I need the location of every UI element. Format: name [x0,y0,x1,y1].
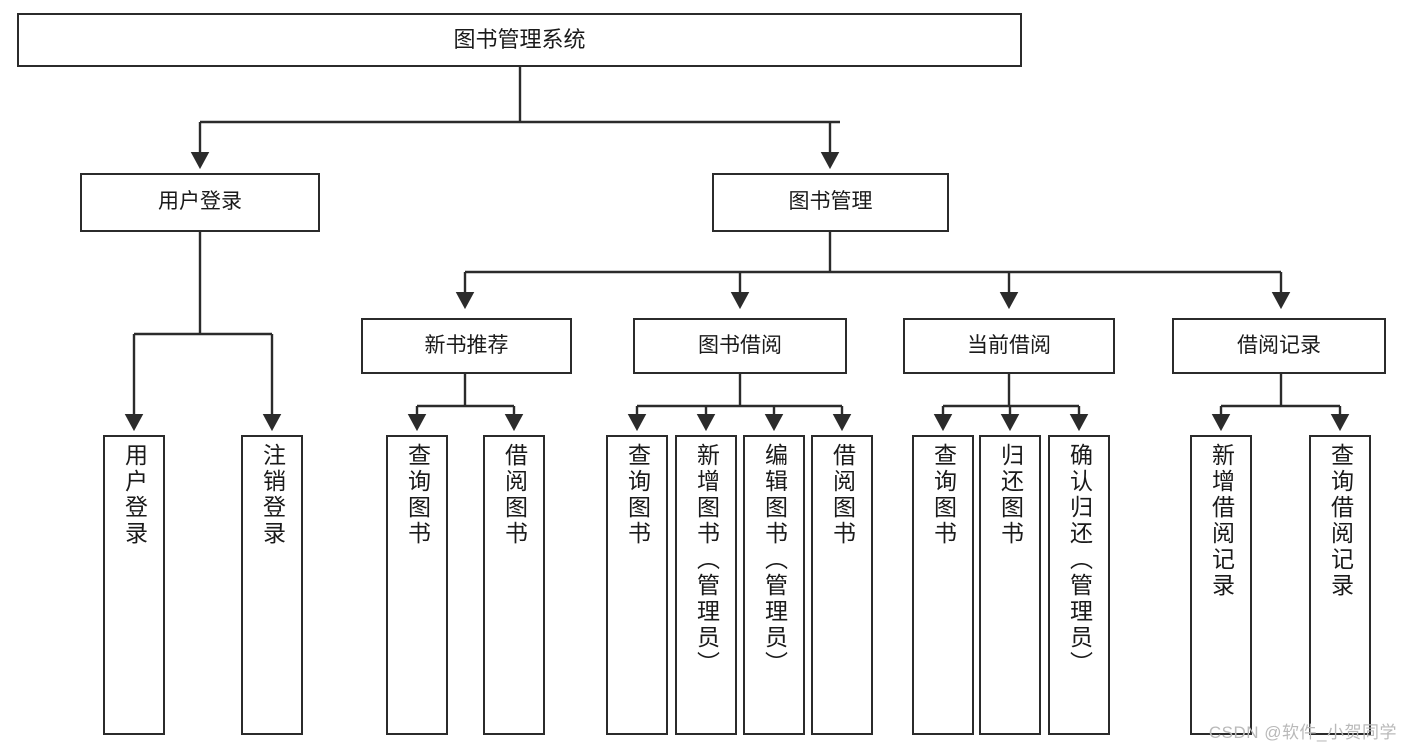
leaf-confirm-return-admin[interactable]: 确认归还（管理员） [1048,435,1110,735]
leaf-user-login[interactable]: 用户登录 [103,435,165,735]
leaf-logout-label: 注销登录 [259,443,286,547]
node-book-management-label: 图书管理 [788,190,873,214]
node-new-book-recommend-label: 新书推荐 [424,333,509,357]
leaf-return-book[interactable]: 归还图书 [979,435,1041,735]
node-current-borrow[interactable]: 当前借阅 [903,318,1115,374]
leaf-search-book-current-label: 查询图书 [930,443,957,547]
leaf-search-book-new[interactable]: 查询图书 [386,435,448,735]
leaf-search-book-borrow[interactable]: 查询图书 [606,435,668,735]
leaf-borrow-book[interactable]: 借阅图书 [811,435,873,735]
leaf-borrow-book-new-label: 借阅图书 [501,443,528,547]
watermark: CSDN @软件_小贺同学 [1208,723,1397,742]
leaf-add-borrow-record[interactable]: 新增借阅记录 [1190,435,1252,735]
leaf-search-borrow-record-label: 查询借阅记录 [1327,443,1354,599]
leaf-search-borrow-record[interactable]: 查询借阅记录 [1309,435,1371,735]
leaf-search-book-borrow-label: 查询图书 [624,443,651,547]
leaf-borrow-book-new[interactable]: 借阅图书 [483,435,545,735]
leaf-logout[interactable]: 注销登录 [241,435,303,735]
node-book-borrow[interactable]: 图书借阅 [633,318,847,374]
leaf-add-borrow-record-label: 新增借阅记录 [1208,443,1235,599]
leaf-borrow-book-label: 借阅图书 [829,443,856,547]
leaf-confirm-return-admin-label: 确认归还（管理员） [1066,443,1093,677]
node-book-borrow-label: 图书借阅 [698,333,782,357]
leaf-search-book-current[interactable]: 查询图书 [912,435,974,735]
leaf-add-book-admin-label: 新增图书（管理员） [693,443,720,677]
node-user-login[interactable]: 用户登录 [80,173,320,232]
leaf-edit-book-admin[interactable]: 编辑图书（管理员） [743,435,805,735]
node-current-borrow-label: 当前借阅 [967,333,1051,357]
node-user-login-label: 用户登录 [158,190,242,214]
node-root[interactable]: 图书管理系统 [17,13,1022,67]
node-borrow-records[interactable]: 借阅记录 [1172,318,1386,374]
leaf-search-book-new-label: 查询图书 [404,443,431,547]
node-book-management[interactable]: 图书管理 [712,173,949,232]
leaf-user-login-label: 用户登录 [121,443,148,547]
node-root-label: 图书管理系统 [453,27,586,53]
node-new-book-recommend[interactable]: 新书推荐 [361,318,572,374]
leaf-add-book-admin[interactable]: 新增图书（管理员） [675,435,737,735]
leaf-return-book-label: 归还图书 [997,443,1024,547]
node-borrow-records-label: 借阅记录 [1237,333,1321,357]
leaf-edit-book-admin-label: 编辑图书（管理员） [761,443,788,677]
